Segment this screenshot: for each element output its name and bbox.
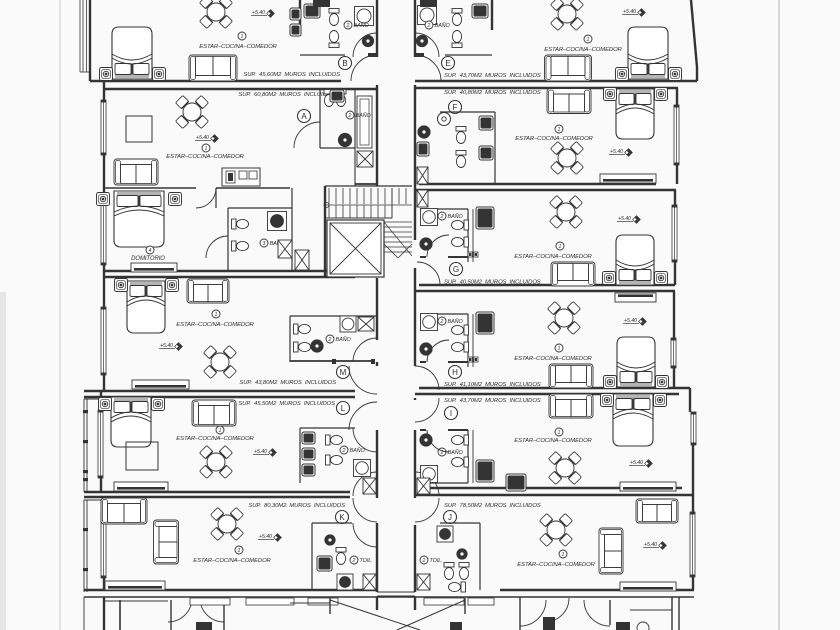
svg-text:1: 1 xyxy=(215,312,218,318)
svg-text:BAÑO: BAÑO xyxy=(448,318,464,325)
svg-text:2: 2 xyxy=(440,214,444,220)
svg-text:1: 1 xyxy=(562,552,565,558)
svg-text:BAÑO: BAÑO xyxy=(356,112,372,119)
svg-text:SUP. 80,30M2 MUROS INCLUIDO: SUP. 80,30M2 MUROS INCLUIDOS xyxy=(248,503,345,509)
svg-text:1: 1 xyxy=(205,146,208,152)
svg-text:ESTAR–COCINA–COMEDOR: ESTAR–COCINA–COMEDOR xyxy=(166,154,244,160)
svg-text:M: M xyxy=(340,368,347,377)
svg-text:1: 1 xyxy=(587,37,590,43)
svg-text:2: 2 xyxy=(440,450,444,456)
svg-text:+5.40: +5.40 xyxy=(610,149,623,155)
svg-text:1: 1 xyxy=(238,548,241,554)
svg-text:+5.40: +5.40 xyxy=(160,343,173,349)
svg-text:ESTAR–COCINA–COMEDOR: ESTAR–COCINA–COMEDOR xyxy=(193,558,271,564)
svg-text:E: E xyxy=(445,59,450,68)
svg-text:+5.40: +5.40 xyxy=(623,9,636,15)
svg-text:1: 1 xyxy=(558,346,561,352)
svg-text:G: G xyxy=(453,265,459,274)
svg-text:ESTAR–COCINA–COMEDOR: ESTAR–COCINA–COMEDOR xyxy=(176,322,254,328)
svg-text:3: 3 xyxy=(263,241,266,247)
svg-text:+5.40: +5.40 xyxy=(252,10,265,16)
svg-text:SUP. 45,60M2 MUROS INCLUIDO: SUP. 45,60M2 MUROS INCLUIDOS xyxy=(243,72,340,78)
svg-text:A: A xyxy=(301,112,307,121)
svg-text:BAÑO: BAÑO xyxy=(350,447,366,454)
svg-text:2: 2 xyxy=(348,113,352,119)
svg-text:K: K xyxy=(339,513,345,522)
svg-text:4: 4 xyxy=(149,248,152,254)
svg-text:SUP. 45,50M2 MUROS INCLUIDO: SUP. 45,50M2 MUROS INCLUIDOS xyxy=(238,401,335,407)
svg-text:ESTAR–COCINA–COMEDOR: ESTAR–COCINA–COMEDOR xyxy=(514,438,592,444)
svg-text:J: J xyxy=(448,513,452,522)
svg-text:2: 2 xyxy=(440,319,444,325)
svg-text:L: L xyxy=(341,404,346,413)
svg-text:SUP. 60,80M2 MUROS INCLUIDO: SUP. 60,80M2 MUROS INCLUIDOS xyxy=(238,92,335,98)
svg-text:2: 2 xyxy=(427,23,431,29)
svg-text:ESTAR–COCINA–COMEDOR: ESTAR–COCINA–COMEDOR xyxy=(515,136,593,142)
svg-text:+5.40: +5.40 xyxy=(259,534,272,540)
svg-text:2: 2 xyxy=(422,558,426,564)
svg-text:1: 1 xyxy=(219,428,222,434)
svg-text:SUP. 43,80M2 MUROS INCLUIDO: SUP. 43,80M2 MUROS INCLUIDOS xyxy=(239,380,336,386)
svg-text:ESTAR–COCINA–COMEDOR: ESTAR–COCINA–COMEDOR xyxy=(176,436,254,442)
svg-text:+5.40: +5.40 xyxy=(196,135,209,141)
svg-text:2: 2 xyxy=(342,448,346,454)
svg-text:SUP. 78,50M2 MUROS INCLUIDO: SUP. 78,50M2 MUROS INCLUIDOS xyxy=(444,503,541,509)
svg-text:SUP. 43,70M2 MUROS INCLUIDO: SUP. 43,70M2 MUROS INCLUIDOS xyxy=(444,398,541,404)
svg-text:SUP. 43,70M2 MUROS INCLUIDO: SUP. 43,70M2 MUROS INCLUIDOS xyxy=(444,73,541,79)
svg-text:2: 2 xyxy=(328,337,332,343)
svg-text:TOIL.: TOIL. xyxy=(360,558,373,564)
svg-text:TOIL.: TOIL. xyxy=(430,558,443,564)
svg-text:BAÑO: BAÑO xyxy=(354,22,370,29)
svg-text:ESTAR–COCINA–COMEDOR: ESTAR–COCINA–COMEDOR xyxy=(199,44,277,50)
svg-text:I: I xyxy=(450,409,452,418)
svg-text:ESTAR–COCINA–COMEDOR: ESTAR–COCINA–COMEDOR xyxy=(514,254,592,260)
svg-text:B: B xyxy=(342,59,347,68)
svg-text:+5.40: +5.40 xyxy=(644,542,657,548)
svg-text:DOMITORIO: DOMITORIO xyxy=(131,256,165,262)
svg-text:H: H xyxy=(452,368,458,377)
svg-text:+5.40: +5.40 xyxy=(618,216,631,222)
svg-text:BAÑO: BAÑO xyxy=(448,213,464,220)
svg-text:+5.40: +5.40 xyxy=(630,460,643,466)
svg-text:+5.40: +5.40 xyxy=(254,449,267,455)
svg-text:BAÑO: BAÑO xyxy=(448,449,464,456)
svg-text:1: 1 xyxy=(558,127,561,133)
svg-text:1: 1 xyxy=(241,34,244,40)
svg-text:+5.40: +5.40 xyxy=(624,318,637,324)
svg-text:F: F xyxy=(453,103,458,112)
svg-text:SUP. 40,80M2 MUROS INCLUIDO: SUP. 40,80M2 MUROS INCLUIDOS xyxy=(444,90,541,96)
svg-text:ESTAR–COCINA–COMEDOR: ESTAR–COCINA–COMEDOR xyxy=(517,562,595,568)
svg-text:ESTAR–COCINA–COMEDOR: ESTAR–COCINA–COMEDOR xyxy=(514,356,592,362)
svg-text:ESTAR–COCINA–COMEDOR: ESTAR–COCINA–COMEDOR xyxy=(544,47,622,53)
svg-text:BAÑO: BAÑO xyxy=(435,22,451,29)
svg-text:1: 1 xyxy=(558,430,561,436)
svg-text:1: 1 xyxy=(559,244,562,250)
svg-text:2: 2 xyxy=(352,558,356,564)
svg-text:2: 2 xyxy=(346,23,350,29)
svg-text:SUP. 40,50M2 MUROS INCLUIDO: SUP. 40,50M2 MUROS INCLUIDOS xyxy=(444,280,541,286)
svg-text:SUP. 41,10M2 MUROS INCLUIDO: SUP. 41,10M2 MUROS INCLUIDOS xyxy=(444,382,541,388)
svg-text:BAÑO: BAÑO xyxy=(336,336,352,343)
